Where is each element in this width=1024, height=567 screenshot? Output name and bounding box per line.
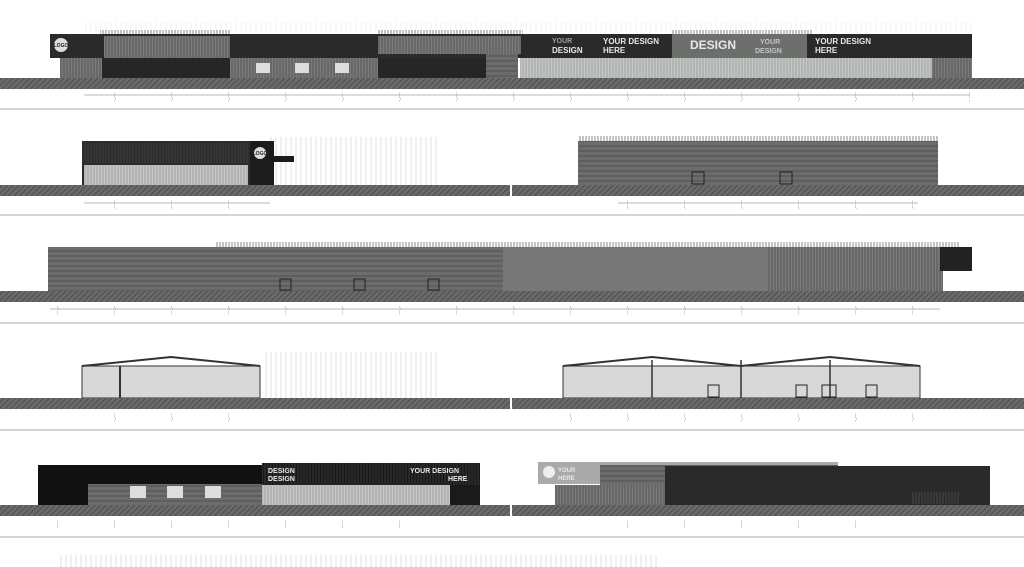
sign-design-4: DESIGN (268, 476, 295, 483)
sign-design-here-4: HERE (558, 476, 575, 482)
sign-your: YOUR (552, 38, 572, 45)
elevation-front-main: LOGO YOUR DESIGN YOUR DESIGN HERE DESIGN… (0, 22, 1024, 110)
sign-your-design-here-1: YOUR DESIGN (815, 37, 871, 46)
sign-here: HERE (603, 46, 626, 55)
elevation-rear (0, 242, 1024, 324)
sign-here-3: HERE (448, 476, 468, 483)
sign-your-2: YOUR (760, 39, 780, 46)
sign-your-design-here-2: HERE (815, 46, 838, 55)
logo-badge: LOGO (54, 38, 69, 52)
elevation-side-left: LOGO (0, 137, 510, 209)
sign-design-large: DESIGN (690, 38, 736, 52)
svg-text:LOGO: LOGO (253, 151, 268, 157)
sign-your-design: YOUR DESIGN (603, 37, 659, 46)
elevation-side-right (512, 136, 1024, 209)
elevation-end-right: YOUR HERE (512, 462, 1024, 528)
sign-design-2: DESIGN (755, 48, 782, 55)
section-left (0, 352, 510, 422)
svg-text:LOGO: LOGO (54, 43, 69, 49)
sign-design: DESIGN (552, 46, 583, 55)
sign-your-4: YOUR (558, 468, 576, 474)
section-right (512, 355, 1024, 422)
sign-design-3: DESIGN (268, 468, 295, 475)
elevation-partial-bottom (60, 555, 660, 567)
elevation-end-left: DESIGN DESIGN YOUR DESIGN HERE (0, 463, 510, 528)
sign-your-design-3: YOUR DESIGN (410, 468, 459, 475)
